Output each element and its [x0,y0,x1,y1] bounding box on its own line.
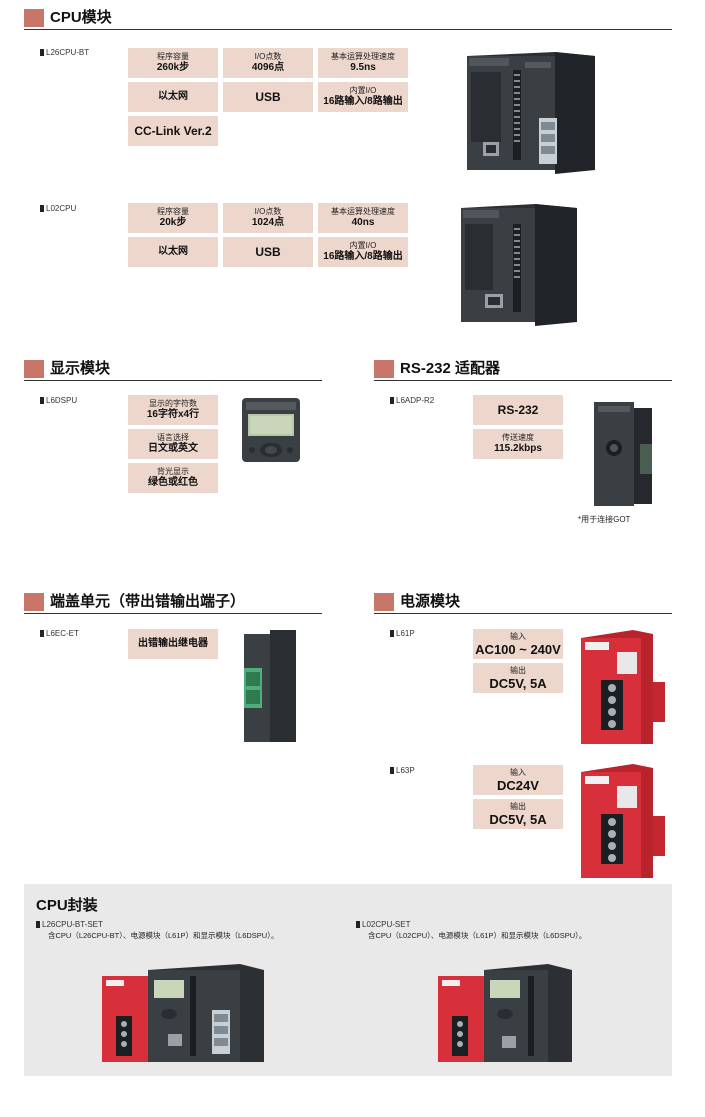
l02cpu-product-image [461,204,577,326]
model-label-l26cpu: L26CPU-BT [40,48,89,58]
section-header-display: 显示模块 [24,359,322,381]
spec-error-relay: 出错输出继电器 [128,629,218,659]
package-description: 含CPU（L26CPU-BT）、电源模块（L61P）和显示模块（L6DSPU）。 [48,931,279,940]
bullet-icon [40,630,44,637]
spec-usb: USB [223,237,313,267]
bullet-icon [40,205,44,212]
bullet-icon [390,397,394,404]
section-header-rs232: RS-232 适配器 [374,359,672,381]
spec-display-chars: 显示的字符数 16字符x4行 [128,395,218,425]
section-marker [24,593,44,611]
bullet-icon [40,397,44,404]
model-label-l63p: L63P [390,766,415,776]
spec-cclink: CC-Link Ver.2 [128,116,218,146]
pkg2-product-image [438,964,572,1062]
section-header-endcover: 端盖单元（带出错输出端子） [24,592,322,614]
section-marker [24,9,44,27]
spec-program-capacity: 程序容量 260k步 [128,48,218,78]
model-label-l6adp: L6ADP-R2 [390,396,434,406]
spec-ethernet: 以太网 [128,82,218,112]
section-title-package: CPU封装 [36,897,98,914]
bullet-icon [36,921,40,928]
spec-program-capacity: 程序容量 20k步 [128,203,218,233]
section-title: RS-232 适配器 [400,360,501,377]
model-label-l6ec: L6EC-ET [40,629,79,639]
l63p-product-image [581,764,665,878]
model-label-l61p: L61P [390,629,415,639]
spec-ethernet: 以太网 [128,237,218,267]
section-marker [374,593,394,611]
model-label-l6dspu: L6DSPU [40,396,77,406]
spec-output: 输出 DC5V, 5A [473,799,563,829]
section-header-power: 电源模块 [374,592,672,614]
pkg1-product-image [102,964,264,1062]
bullet-icon [40,49,44,56]
package-description: 含CPU（L02CPU）、电源模块（L61P）和显示模块（L6DSPU）。 [368,931,587,940]
spec-processing-speed: 基本运算处理速度 40ns [318,203,408,233]
bullet-icon [390,767,394,774]
spec-input: 输入 DC24V [473,765,563,795]
bullet-icon [390,630,394,637]
spec-transfer-rate: 传送速度 115.2kbps [473,429,563,459]
spec-builtin-io: 内置I/O 16路输入/8路输出 [318,237,408,267]
l26cpu-product-image [467,52,595,174]
spec-language: 语言选择 日文或英文 [128,429,218,459]
model-label-pkg1: L26CPU-BT-SET [36,920,103,930]
section-marker [374,360,394,378]
l6ec-product-image [244,630,296,742]
footnote-got: *用于连接GOT [578,515,631,524]
spec-usb: USB [223,82,313,112]
spec-processing-speed: 基本运算处理速度 9.5ns [318,48,408,78]
spec-io-points: I/O点数 1024点 [223,203,313,233]
spec-output: 输出 DC5V, 5A [473,663,563,693]
spec-input: 输入 AC100 ~ 240V [473,629,563,659]
model-label-pkg2: L02CPU-SET [356,920,410,930]
section-header-cpu: CPU模块 [24,8,672,30]
section-title: 端盖单元（带出错输出端子） [50,593,246,610]
l6adp-product-image [594,402,652,506]
section-marker [24,360,44,378]
section-title: 显示模块 [50,360,111,377]
spec-interface: RS-232 [473,395,563,425]
model-label-l02cpu: L02CPU [40,204,76,214]
spec-io-points: I/O点数 4096点 [223,48,313,78]
l61p-product-image [581,630,665,744]
l6dspu-product-image [242,398,300,462]
section-title: CPU模块 [50,9,112,26]
section-title: 电源模块 [400,593,461,610]
spec-backlight: 背光显示 绿色或红色 [128,463,218,493]
spec-builtin-io: 内置I/O 16路输入/8路输出 [318,82,408,112]
bullet-icon [356,921,360,928]
